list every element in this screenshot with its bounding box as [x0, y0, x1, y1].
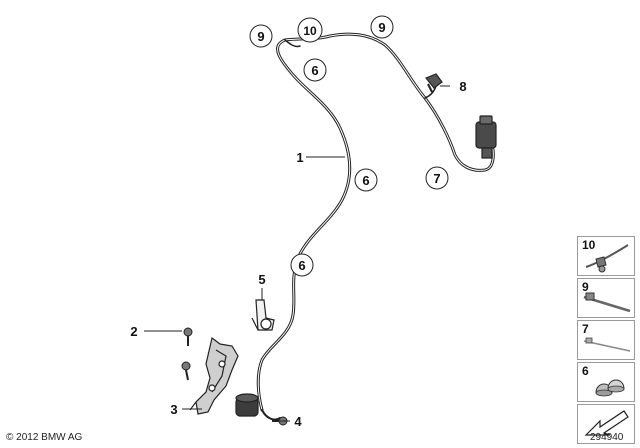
callout-5: 5: [258, 272, 265, 287]
callout-1: 1: [296, 150, 303, 165]
callout-2: 2: [130, 324, 137, 339]
bolt-2: [183, 327, 193, 337]
svg-text:6: 6: [298, 258, 305, 273]
legend-number: 10: [582, 238, 596, 252]
callout-3: 3: [170, 402, 177, 417]
circled-callout-9a: 9: [249, 24, 273, 48]
legend-item-arrow: [577, 404, 635, 444]
svg-text:9: 9: [257, 29, 264, 44]
cable-harness: [256, 32, 495, 421]
legend-panel: 10 9 7 6: [577, 236, 635, 446]
circled-callout-6b: 6: [354, 168, 378, 192]
cable-tie-clip-icon: [585, 244, 629, 273]
copyright-text: © 2012 BMW AG: [6, 432, 83, 443]
drawing-number: 294940: [590, 432, 624, 443]
callout-4: 4: [294, 414, 302, 429]
legend-item-7: 7: [577, 320, 635, 360]
circled-callout-7: 7: [425, 166, 449, 190]
svg-text:9: 9: [378, 20, 385, 35]
svg-text:7: 7: [433, 171, 440, 186]
legend-number: 7: [582, 322, 589, 336]
leader-lines: [144, 85, 450, 422]
sensor-body: [235, 393, 259, 417]
bolt-upper: [181, 361, 191, 371]
circled-callout-6a: 6: [303, 58, 327, 82]
bracket-part-5: [251, 299, 275, 331]
circled-callout-9b: 9: [370, 15, 394, 39]
mounting-bracket-part-3: [189, 336, 239, 415]
svg-text:6: 6: [362, 173, 369, 188]
legend-item-6: 6: [577, 362, 635, 402]
thin-cable-tie-icon: [583, 337, 631, 352]
connector-housing: [475, 115, 497, 159]
circled-callout-6c: 6: [290, 253, 314, 277]
circled-callout-10: 10: [297, 17, 323, 43]
legend-item-9: 9: [577, 278, 635, 318]
legend-number: 9: [582, 280, 589, 294]
callout-8: 8: [459, 79, 466, 94]
grommet-clips-icon: [595, 379, 625, 397]
bolts: [181, 327, 288, 426]
cable-tie-icon: [583, 292, 631, 313]
legend-item-10: 10: [577, 236, 635, 276]
cable-holder: [425, 73, 443, 93]
legend-number: 6: [582, 364, 589, 378]
svg-text:6: 6: [311, 63, 318, 78]
arrow-direction-icon: [584, 410, 629, 436]
svg-text:10: 10: [303, 24, 317, 38]
